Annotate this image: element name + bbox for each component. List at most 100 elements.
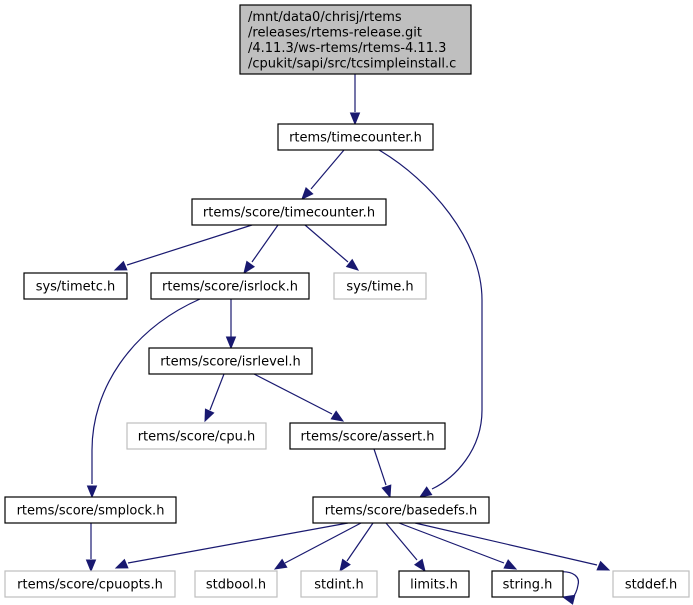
node-label: rtems/score/smplock.h <box>17 504 165 519</box>
node-label: rtems/score/assert.h <box>301 430 435 445</box>
edge-line <box>310 149 345 190</box>
edge-score-basedefs-to-stddef <box>414 522 611 571</box>
edge-score-timecounter-to-score-isrlock <box>243 224 279 275</box>
node-box <box>277 123 434 151</box>
node-label: rtems/score/isrlevel.h <box>160 355 301 370</box>
node-label: rtems/score/cpu.h <box>138 430 256 445</box>
node-score-basedefs[interactable]: rtems/score/basedefs.h <box>312 496 490 524</box>
arrowhead-icon <box>418 486 433 498</box>
node-box <box>150 272 310 300</box>
node-box <box>194 570 278 598</box>
edge-score-smplock-to-score-cpuopts <box>85 523 97 573</box>
node-rtems-timecounter[interactable]: rtems/timecounter.h <box>277 123 434 151</box>
arrowhead-icon <box>330 410 345 422</box>
edge-line <box>346 522 374 562</box>
node-score-isrlock[interactable]: rtems/score/isrlock.h <box>150 272 310 300</box>
node-label: stdbool.h <box>206 578 266 593</box>
node-box <box>4 570 176 598</box>
node-label: /releases/rtems-release.git <box>248 26 422 41</box>
arrowhead-icon <box>243 260 256 275</box>
node-label: /mnt/data0/chrisj/rtems <box>248 10 402 25</box>
arrowhead-icon <box>204 408 215 423</box>
node-label: rtems/score/isrlock.h <box>162 280 298 295</box>
edge-line <box>373 448 387 486</box>
edge-score-isrlevel-to-score-cpu <box>204 373 225 423</box>
node-label: sys/timetc.h <box>36 280 116 295</box>
node-label: rtems/score/basedefs.h <box>325 504 478 519</box>
node-label: rtems/score/timecounter.h <box>203 206 375 221</box>
edge-line <box>209 373 225 411</box>
arrowhead-icon <box>349 112 361 126</box>
node-score-cpuopts: rtems/score/cpuopts.h <box>4 570 176 598</box>
node-string[interactable]: string.h <box>491 570 564 598</box>
arrowhead-icon <box>503 559 518 570</box>
node-label: string.h <box>503 578 553 593</box>
edge-line <box>91 298 201 484</box>
arrowhead-icon <box>413 558 426 573</box>
arrowhead-icon <box>225 336 237 350</box>
arrowhead-icon <box>381 484 392 499</box>
node-label: sys/time.h <box>346 280 413 295</box>
node-stdint: stdint.h <box>300 570 378 598</box>
node-score-isrlevel[interactable]: rtems/score/isrlevel.h <box>148 347 313 375</box>
edge-score-timecounter-to-sys-timetc <box>113 224 253 271</box>
edge-line <box>126 224 253 266</box>
edge-line <box>304 224 349 263</box>
node-score-timecounter[interactable]: rtems/score/timecounter.h <box>191 198 387 226</box>
node-root: /mnt/data0/chrisj/rtems/releases/rtems-r… <box>239 4 472 75</box>
node-box <box>333 272 427 300</box>
node-score-smplock[interactable]: rtems/score/smplock.h <box>4 496 177 524</box>
edge-score-isrlock-to-score-smplock <box>86 298 201 499</box>
node-label: stdint.h <box>314 578 363 593</box>
node-score-cpu: rtems/score/cpu.h <box>126 422 267 450</box>
edge-root-to-rtems-timecounter <box>349 74 361 126</box>
node-box <box>491 570 564 598</box>
edge-line <box>253 373 333 415</box>
node-box <box>126 422 267 450</box>
edge-score-basedefs-to-stdbool <box>273 522 362 570</box>
node-label: /cpukit/sapi/src/tcsimpleinstall.c <box>248 57 456 72</box>
arrowhead-icon <box>113 260 128 271</box>
edge-score-timecounter-to-sys-time <box>304 224 360 271</box>
node-sys-time: sys/time.h <box>333 272 427 300</box>
edge-score-isrlevel-to-score-assert <box>253 373 345 422</box>
edge-rtems-timecounter-to-score-basedefs <box>378 149 483 498</box>
edge-score-basedefs-to-string <box>398 522 518 570</box>
node-box <box>289 422 446 450</box>
edge-string-to-string <box>556 571 580 605</box>
nodes-layer: /mnt/data0/chrisj/rtems/releases/rtems-r… <box>4 4 690 598</box>
edges-layer <box>85 74 611 605</box>
node-label: rtems/timecounter.h <box>289 131 422 146</box>
node-box <box>148 347 313 375</box>
edge-score-basedefs-to-limits <box>385 522 426 573</box>
node-box <box>239 4 472 75</box>
edge-line <box>414 522 598 566</box>
arrowhead-icon <box>301 186 314 200</box>
node-box <box>191 198 387 226</box>
node-box <box>312 496 490 524</box>
node-label: /4.11.3/ws-rtems/rtems-4.11.3 <box>248 41 446 56</box>
edge-line <box>251 224 279 263</box>
node-label: rtems/score/cpuopts.h <box>17 578 163 593</box>
node-score-assert[interactable]: rtems/score/assert.h <box>289 422 446 450</box>
node-label: limits.h <box>410 578 458 593</box>
node-box <box>4 496 177 524</box>
arrowhead-icon <box>273 558 288 570</box>
arrowhead-icon <box>345 258 360 271</box>
node-box <box>23 272 128 300</box>
arrowhead-icon <box>596 560 611 571</box>
arrowhead-icon <box>85 559 97 573</box>
edge-score-isrlock-to-score-isrlevel <box>225 299 237 350</box>
node-stdbool: stdbool.h <box>194 570 278 598</box>
edge-score-basedefs-to-stdint <box>339 522 374 573</box>
edge-score-assert-to-score-basedefs <box>373 448 392 499</box>
node-limits[interactable]: limits.h <box>398 570 470 598</box>
node-box <box>612 570 690 598</box>
arrowhead-icon <box>339 558 351 573</box>
node-sys-timetc[interactable]: sys/timetc.h <box>23 272 128 300</box>
node-label: stddef.h <box>625 578 677 593</box>
edge-line <box>127 522 349 564</box>
node-box <box>300 570 378 598</box>
node-box <box>398 570 470 598</box>
